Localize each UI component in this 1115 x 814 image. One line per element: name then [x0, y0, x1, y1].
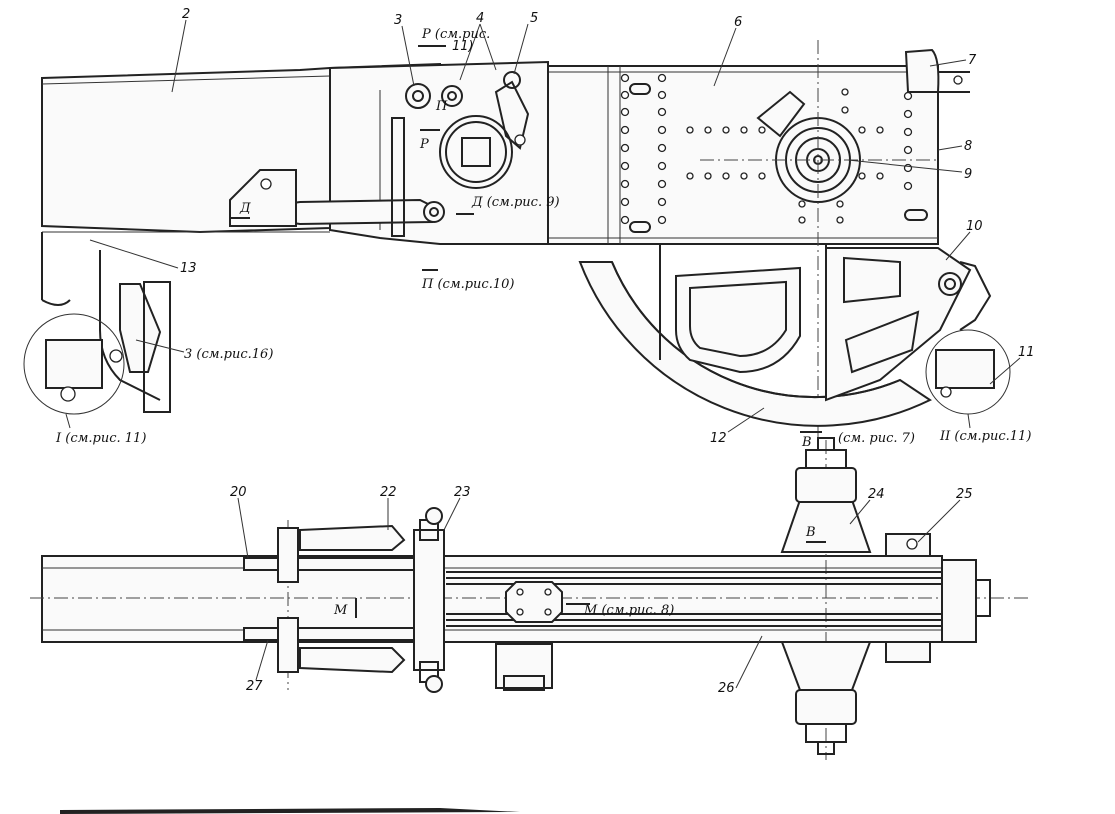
leader-lines: [89, 19, 1021, 689]
detail-circle-I: [23, 313, 125, 415]
callout-11-mid: 11): [452, 39, 474, 54]
rivet-grid: [620, 73, 913, 225]
callout-numbers: 2 3 4 5 6 7 8 9 10 11 12 13 20 22 23 24 …: [180, 7, 1035, 696]
callout-13: 13: [180, 261, 197, 276]
section-d-short: Д: [239, 201, 251, 216]
callout-20: 20: [230, 485, 247, 500]
section-p-short: Р: [419, 137, 429, 152]
callout-4: 4: [476, 11, 484, 26]
gear-sector: [578, 244, 933, 427]
detail-labels: I (см.рис. 11) II (см.рис.11) 3 (см.рис.…: [55, 339, 1031, 446]
callout-26: 26: [718, 681, 735, 696]
callout-3: 3: [394, 13, 402, 28]
callout-24: 24: [868, 487, 885, 502]
section-v-short: В: [801, 435, 812, 450]
section-marks: Р (см.рис. П Р Д Д (см.рис. 9) П (см.рис…: [230, 27, 915, 618]
callout-2: 2: [182, 7, 190, 22]
callout-25: 25: [956, 487, 973, 502]
section-p10-ref: П (см.рис.10): [421, 277, 514, 292]
callout-8: 8: [964, 139, 972, 154]
detail-I-label: I (см.рис. 11): [55, 431, 146, 446]
detail-3-label: 3 (см.рис.16): [184, 347, 273, 362]
section-m-short: М: [333, 603, 348, 618]
callout-9: 9: [964, 167, 972, 182]
mid-bracket: [329, 60, 549, 245]
callout-7: 7: [968, 53, 977, 68]
scan-edge: [60, 808, 520, 814]
section-p-ref: Р (см.рис.: [421, 27, 490, 42]
callout-27: 27: [246, 679, 263, 694]
main-frame: [547, 65, 939, 245]
section-p-cyr: П: [435, 99, 448, 114]
octagon-plate: [505, 581, 563, 623]
section-m-ref: М (см.рис. 8): [583, 603, 674, 618]
callout-6: 6: [734, 15, 742, 30]
detail-II-label: II (см.рис.11): [939, 429, 1031, 444]
side-elevation: [23, 40, 1011, 440]
section-d-ref: Д (см.рис. 9): [471, 195, 560, 210]
section-v-short-plan: В: [805, 525, 816, 540]
section-v-ref: (см. рис. 7): [838, 431, 915, 446]
callout-22: 22: [380, 485, 397, 500]
callout-5: 5: [530, 11, 538, 26]
plan-hub: [780, 437, 872, 755]
callout-11-top: 11: [1018, 345, 1035, 360]
callout-12: 12: [710, 431, 727, 446]
callout-10: 10: [966, 219, 983, 234]
bracket-7: [904, 48, 940, 93]
lower-strut: [41, 232, 161, 401]
callout-23: 23: [454, 485, 471, 500]
plan-beam: [41, 555, 943, 643]
plan-view: [30, 437, 1030, 760]
